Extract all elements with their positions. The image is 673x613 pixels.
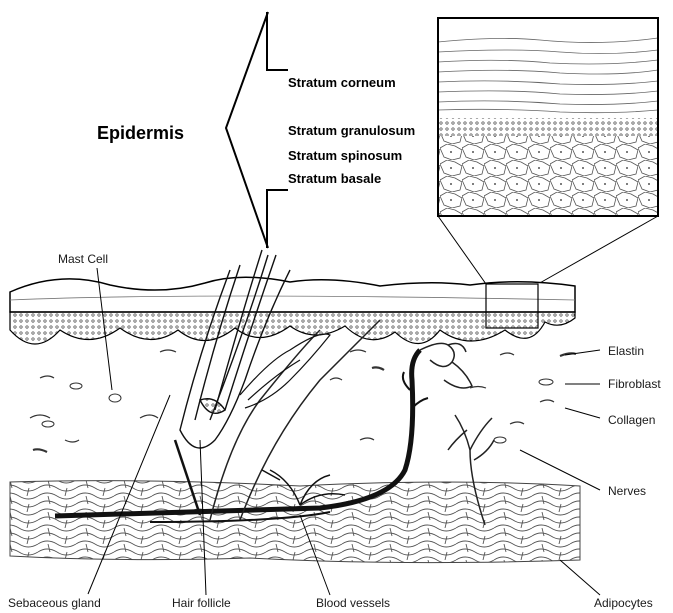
label-sebaceous-gland: Sebaceous gland <box>8 597 101 609</box>
epidermis-title: Epidermis <box>97 124 184 142</box>
skin-epidermis-band <box>10 277 575 344</box>
sebaceous-gland <box>240 334 330 408</box>
label-fibroblast: Fibroblast <box>608 378 661 390</box>
layer-label-stratum-basale: Stratum basale <box>288 172 381 185</box>
label-adipocytes: Adipocytes <box>594 597 653 609</box>
epidermis-bracket <box>226 12 288 248</box>
layer-label-stratum-corneum: Stratum corneum <box>288 76 396 89</box>
label-elastin: Elastin <box>608 345 644 357</box>
fibroblast-cells <box>42 379 553 443</box>
layer-label-stratum-spinosum: Stratum spinosum <box>288 149 402 162</box>
magnified-epidermis-inset <box>438 18 658 284</box>
label-collagen: Collagen <box>608 414 655 426</box>
label-nerves: Nerves <box>608 485 646 497</box>
label-hair-follicle: Hair follicle <box>172 597 231 609</box>
adipose-layer <box>10 481 580 563</box>
layer-label-stratum-granulosum: Stratum granulosum <box>288 124 415 137</box>
label-mast-cell: Mast Cell <box>58 253 108 265</box>
label-blood-vessels: Blood vessels <box>316 597 390 609</box>
